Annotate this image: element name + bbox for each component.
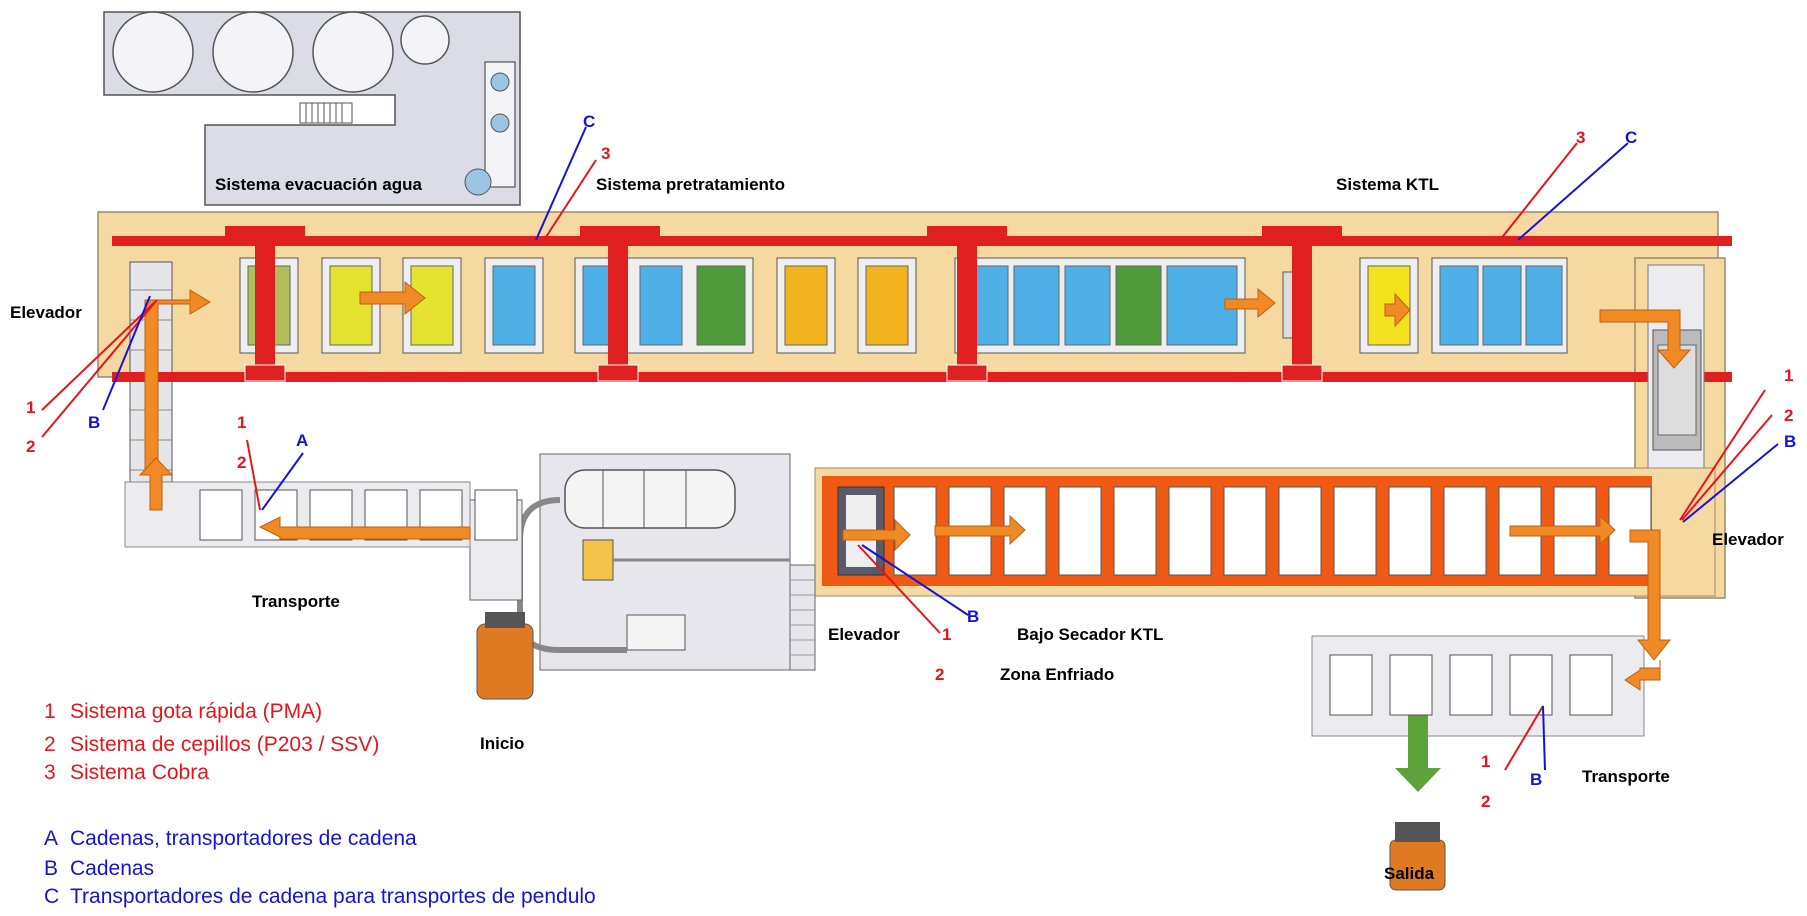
marker-2-left: 2 bbox=[26, 437, 36, 456]
legend-key: 3 bbox=[44, 761, 56, 784]
oven-carriers bbox=[893, 486, 1652, 576]
legend-key: B bbox=[44, 857, 59, 880]
legend-key: 1 bbox=[44, 700, 56, 723]
flow-arrow bbox=[138, 457, 174, 511]
marker-1-left: 1 bbox=[26, 398, 36, 417]
label-elevador-left: Elevador bbox=[10, 303, 82, 322]
label-elevador-mid: Elevador bbox=[828, 625, 900, 644]
label-salida: Salida bbox=[1384, 864, 1435, 883]
flow-arrows bbox=[138, 280, 1692, 691]
flow-arrow bbox=[1384, 292, 1411, 328]
flow-arrow bbox=[1629, 529, 1672, 661]
transport-carrier bbox=[474, 489, 518, 541]
oven-carrier bbox=[1113, 486, 1157, 576]
legend-item-c: C Transportadores de cadena para transpor… bbox=[44, 885, 596, 909]
marker-c-right: C bbox=[1625, 128, 1638, 147]
oven-carrier bbox=[1278, 486, 1322, 576]
cobra-rails bbox=[112, 226, 1732, 382]
marker-1-mid: 1 bbox=[942, 625, 952, 644]
marker-c-top: C bbox=[583, 112, 596, 131]
label-sistema-ktl: Sistema KTL bbox=[1336, 175, 1439, 194]
marker-2-a: 2 bbox=[237, 453, 247, 472]
label-elevador-right: Elevador bbox=[1712, 530, 1784, 549]
marker-b-mid: B bbox=[967, 607, 980, 626]
legend-item-3: 3 Sistema Cobra bbox=[44, 761, 209, 785]
marker-2-out: 2 bbox=[1481, 792, 1491, 811]
legend-item-2: 2 Sistema de cepillos (P203 / SSV) bbox=[44, 733, 379, 757]
water-evacuation-building bbox=[103, 11, 521, 206]
exit-carrier bbox=[1509, 654, 1553, 716]
legend-item-a: A Cadenas, transportadores de cadena bbox=[44, 827, 417, 851]
oven-carrier bbox=[1223, 486, 1267, 576]
flow-arrow bbox=[1509, 514, 1616, 546]
marker-1-right: 1 bbox=[1784, 366, 1794, 385]
marker-1-a: 1 bbox=[237, 413, 247, 432]
transport-carrier bbox=[199, 489, 243, 541]
legend-text: Cadenas bbox=[70, 857, 155, 880]
flow-arrow bbox=[1624, 660, 1661, 691]
exit-carrier bbox=[1389, 654, 1433, 716]
flow-arrow bbox=[359, 280, 426, 316]
pretreatment-tanks bbox=[239, 257, 1568, 354]
flow-arrow bbox=[258, 516, 471, 540]
legend-key: A bbox=[44, 827, 59, 850]
legend-text: Transportadores de cadena para transport… bbox=[70, 885, 596, 908]
legend-text: Sistema gota rápida (PMA) bbox=[70, 700, 323, 723]
label-transporte-left: Transporte bbox=[252, 592, 340, 611]
label-transporte-right: Transporte bbox=[1582, 767, 1670, 786]
annotation-lines bbox=[41, 126, 1779, 771]
oven-carrier bbox=[1333, 486, 1377, 576]
label-sistema-evacuacion: Sistema evacuación agua bbox=[215, 175, 422, 194]
exit-carrier bbox=[1449, 654, 1493, 716]
label-inicio: Inicio bbox=[480, 734, 525, 753]
oven-carrier bbox=[1388, 486, 1432, 576]
legend-item-b: B Cadenas bbox=[44, 857, 154, 881]
legend-text: Sistema de cepillos (P203 / SSV) bbox=[70, 733, 380, 756]
label-sistema-pretratamiento: Sistema pretratamiento bbox=[596, 175, 785, 194]
flow-arrow bbox=[842, 518, 911, 552]
exit-carrier bbox=[1329, 654, 1373, 716]
dryer-equipment bbox=[517, 453, 816, 671]
marker-b-right: B bbox=[1784, 432, 1797, 451]
legend-text: Sistema Cobra bbox=[70, 761, 209, 784]
label-zona-enfriado: Zona Enfriado bbox=[1000, 665, 1115, 684]
marker-3-right: 3 bbox=[1576, 128, 1586, 147]
flow-arrow bbox=[1224, 287, 1276, 319]
marker-b-left: B bbox=[88, 413, 101, 432]
marker-2-mid: 2 bbox=[935, 665, 945, 684]
marker-2-right: 2 bbox=[1784, 406, 1794, 425]
oven-carrier bbox=[1168, 486, 1212, 576]
flow-arrow bbox=[1599, 309, 1692, 369]
marker-1-out: 1 bbox=[1481, 752, 1491, 771]
oven-carrier bbox=[1058, 486, 1102, 576]
legend-key: C bbox=[44, 885, 60, 908]
exit-carrier bbox=[1569, 654, 1613, 716]
marker-b-out: B bbox=[1530, 770, 1543, 789]
oven-carrier bbox=[1443, 486, 1487, 576]
marker-a: A bbox=[296, 431, 309, 450]
label-bajo-secador: Bajo Secador KTL bbox=[1017, 625, 1164, 644]
legend-item-1: 1 Sistema gota rápida (PMA) bbox=[44, 700, 322, 724]
marker-3-top: 3 bbox=[601, 144, 611, 163]
flow-arrow bbox=[934, 514, 1026, 546]
legend-text: Cadenas, transportadores de cadena bbox=[70, 827, 417, 850]
legend-key: 2 bbox=[44, 733, 56, 756]
